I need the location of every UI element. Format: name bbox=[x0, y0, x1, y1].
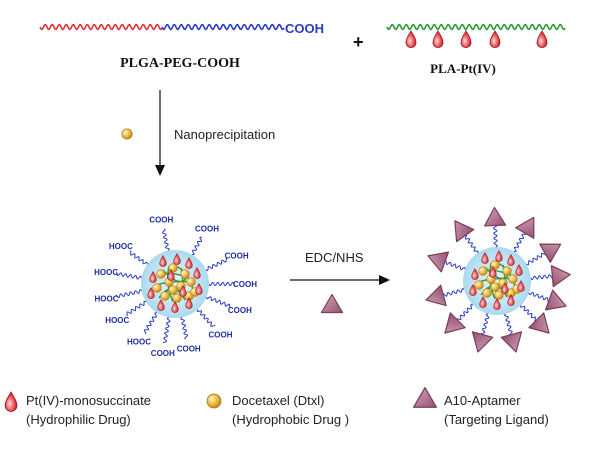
plga-segment bbox=[39, 23, 163, 31]
aptamer-icon bbox=[422, 284, 447, 311]
pt-drug-icon bbox=[4, 391, 18, 412]
terminal-group-label: COOH bbox=[209, 331, 233, 340]
terminal-group-label: COOH bbox=[195, 225, 219, 234]
peg-arm bbox=[191, 236, 203, 256]
nanoparticle-aptamer bbox=[422, 206, 572, 356]
peg-arm bbox=[444, 260, 466, 271]
down-arrow bbox=[155, 90, 165, 176]
pt-drug-icon bbox=[489, 30, 501, 48]
terminal-group-label: COOH bbox=[149, 215, 173, 224]
nanoprecipitation-label: Nanoprecipitation bbox=[174, 127, 275, 142]
right-arrow bbox=[290, 275, 390, 285]
aptamer-icon bbox=[500, 331, 527, 356]
pt-drug-icon bbox=[405, 30, 417, 48]
docetaxel-icon bbox=[121, 128, 133, 140]
peg-arm bbox=[520, 304, 537, 322]
legend: Pt(IV)-monosuccinate (Hydrophilic Drug) … bbox=[4, 387, 549, 427]
peg-arm bbox=[115, 271, 142, 280]
terminal-group-label: HOOC bbox=[95, 295, 119, 304]
docetaxel-icon bbox=[186, 277, 196, 287]
nanoparticle-cooh: HOOCCOOHCOOHCOOHHOOCCOOHHOOCCOOHHOOCCOOH… bbox=[94, 215, 257, 358]
terminal-group-label: COOH bbox=[225, 251, 249, 260]
aptamer-icon bbox=[539, 234, 567, 263]
aptamer-icon bbox=[483, 206, 507, 227]
peg-arm bbox=[526, 252, 547, 266]
docetaxel-icon bbox=[206, 393, 222, 409]
peg-arm bbox=[464, 234, 479, 254]
terminal-group-label: HOOC bbox=[109, 242, 133, 251]
aptamer-icon bbox=[528, 312, 558, 342]
legend-item-pt-drug: Pt(IV)-monosuccinate (Hydrophilic Drug) bbox=[4, 391, 151, 427]
docetaxel-icon bbox=[152, 283, 162, 293]
docetaxel-icon bbox=[482, 288, 492, 298]
cooh-end-label: COOH bbox=[285, 21, 324, 36]
peg-arm bbox=[196, 309, 216, 327]
docetaxel-icon bbox=[502, 266, 512, 276]
peg-arm bbox=[205, 257, 228, 272]
legend-label: A10-Aptamer bbox=[444, 393, 521, 408]
terminal-group-label: COOH bbox=[151, 349, 175, 358]
peg-arm bbox=[504, 313, 513, 336]
docetaxel-icon bbox=[160, 291, 170, 301]
terminal-group-label: COOH bbox=[177, 345, 201, 354]
pla-pt-chain bbox=[386, 23, 566, 48]
peg-arm bbox=[493, 224, 498, 248]
aptamer-icon bbox=[544, 289, 571, 317]
pt-drug-icon bbox=[460, 30, 472, 48]
peg-arm bbox=[456, 304, 474, 321]
legend-sublabel: (Hydrophilic Drug) bbox=[26, 412, 131, 427]
legend-label: Pt(IV)-monosuccinate bbox=[26, 393, 151, 408]
aptamer-icon bbox=[423, 245, 450, 273]
peg-arm bbox=[528, 291, 550, 302]
peg-arm bbox=[162, 317, 171, 344]
polymer1-name: PLGA-PEG-COOH bbox=[120, 56, 240, 71]
docetaxel-icon bbox=[180, 269, 190, 279]
aptamer-icon bbox=[515, 211, 544, 239]
legend-sublabel: (Hydrophobic Drug ) bbox=[232, 412, 349, 427]
docetaxel-icon bbox=[168, 285, 178, 295]
pt-drug-icon bbox=[432, 30, 444, 48]
aptamer-icon bbox=[412, 387, 438, 408]
peg-arm bbox=[206, 296, 231, 309]
polymer2-name: PLA-Pt(IV) bbox=[430, 61, 496, 76]
docetaxel-icon bbox=[490, 282, 500, 292]
terminal-group-label: HOOC bbox=[94, 268, 118, 277]
peg-arm bbox=[143, 312, 158, 335]
aptamer-icon bbox=[467, 331, 494, 356]
legend-label: Docetaxel (Dtxl) bbox=[232, 393, 324, 408]
terminal-group-label: HOOC bbox=[127, 338, 151, 347]
aptamer-icon bbox=[436, 312, 466, 342]
peg-arm bbox=[129, 250, 148, 265]
docetaxel-icon bbox=[478, 266, 488, 276]
docetaxel-icon bbox=[508, 274, 518, 284]
plus-sign: + bbox=[353, 32, 364, 52]
peg-segment bbox=[161, 23, 285, 31]
terminal-group-label: HOOC bbox=[105, 316, 129, 325]
legend-sublabel: (Targeting Ligand) bbox=[444, 412, 549, 427]
peg-arm bbox=[208, 281, 236, 287]
peg-arm bbox=[442, 288, 465, 297]
edc-nhs-label: EDC/NHS bbox=[305, 250, 364, 265]
peg-arm bbox=[513, 232, 527, 253]
terminal-group-label: COOH bbox=[228, 306, 252, 315]
aptamer-icon bbox=[320, 293, 344, 314]
pla-segment bbox=[386, 23, 566, 31]
peg-arm bbox=[161, 228, 170, 252]
peg-arm bbox=[126, 300, 147, 317]
plga-peg-cooh-chain: COOH bbox=[39, 21, 324, 36]
terminal-group-label: COOH bbox=[233, 280, 257, 289]
peg-arm bbox=[530, 274, 554, 280]
aptamer-icon bbox=[550, 263, 572, 288]
legend-item-docetaxel: Docetaxel (Dtxl) (Hydrophobic Drug ) bbox=[206, 393, 349, 427]
aptamer-icon bbox=[445, 214, 475, 243]
docetaxel-icon bbox=[156, 269, 166, 279]
pt-drug-icon bbox=[536, 30, 548, 48]
peg-arm bbox=[180, 316, 189, 340]
peg-arm bbox=[480, 313, 490, 336]
peg-arm bbox=[115, 289, 143, 299]
docetaxel-icon bbox=[474, 280, 484, 290]
legend-item-aptamer: A10-Aptamer (Targeting Ligand) bbox=[412, 387, 549, 427]
